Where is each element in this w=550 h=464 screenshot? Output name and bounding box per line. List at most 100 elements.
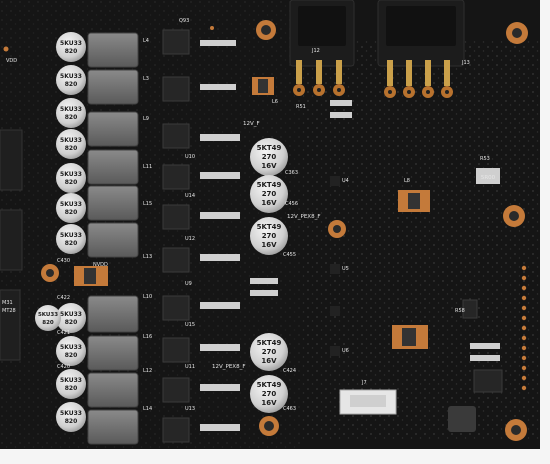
choke-column <box>87 32 139 445</box>
svg-text:820: 820 <box>65 209 78 216</box>
svg-text:820: 820 <box>65 240 78 247</box>
left-chip-3 <box>0 289 21 361</box>
svg-text:16V: 16V <box>261 241 277 249</box>
ic-right-2 <box>473 369 503 393</box>
svg-text:Q93: Q93 <box>179 18 189 24</box>
svg-text:820: 820 <box>65 418 78 425</box>
svg-text:5KT49: 5KT49 <box>257 381 282 389</box>
svg-text:5KU33: 5KU33 <box>60 311 82 318</box>
svg-text:C363: C363 <box>285 170 298 176</box>
svg-text:L4: L4 <box>143 38 149 44</box>
label-12v-pex8-f: 12V_PEX8_F <box>287 214 320 220</box>
svg-text:L8: L8 <box>404 178 410 184</box>
svg-text:L15: L15 <box>143 201 152 207</box>
svg-text:820: 820 <box>65 48 78 55</box>
svg-text:U5: U5 <box>342 266 349 272</box>
svg-text:820: 820 <box>65 179 78 186</box>
choke-right <box>448 406 476 432</box>
via-field-left <box>0 0 300 449</box>
svg-text:L9: L9 <box>143 116 149 122</box>
svg-text:U11: U11 <box>185 364 195 370</box>
label-12v-pex8-f-2: 12V_PEX8_F <box>212 364 245 370</box>
svg-text:5KU33: 5KU33 <box>60 344 82 351</box>
svg-text:R53: R53 <box>480 156 490 162</box>
svg-text:5KU33: 5KU33 <box>38 312 58 318</box>
svg-text:16V: 16V <box>261 162 277 170</box>
edge-vias <box>3 26 527 391</box>
svg-text:820: 820 <box>65 81 78 88</box>
svg-text:820: 820 <box>65 114 78 121</box>
svg-text:16V: 16V <box>261 199 277 207</box>
svg-text:16V: 16V <box>261 399 277 407</box>
svg-text:C420: C420 <box>57 364 70 370</box>
svg-text:C463: C463 <box>283 406 296 412</box>
small-cap-12: 5KU33 820 <box>35 305 61 331</box>
svg-text:5KU33: 5KU33 <box>60 40 82 47</box>
ic-right-1 <box>462 299 478 319</box>
left-chip-2 <box>0 209 23 271</box>
svg-text:270: 270 <box>262 153 277 161</box>
svg-text:5KT49: 5KT49 <box>257 223 282 231</box>
silk-refs: Q93 L4 L3 L9 L11 L15 L13 L10 L16 L12 L14… <box>2 18 490 412</box>
svg-text:J12: J12 <box>311 48 320 54</box>
svg-text:R58: R58 <box>455 308 465 314</box>
svg-text:L13: L13 <box>143 254 152 260</box>
svg-text:C456: C456 <box>285 201 298 207</box>
inductor-l7 <box>392 325 428 349</box>
svg-text:U9: U9 <box>185 281 192 287</box>
svg-text:L3: L3 <box>143 76 149 82</box>
svg-text:L14: L14 <box>143 406 152 412</box>
svg-text:L6: L6 <box>272 99 278 105</box>
label-12v-f: 12V_F <box>243 121 260 127</box>
inductor-l8 <box>398 190 430 212</box>
svg-text:820: 820 <box>65 352 78 359</box>
svg-text:MT28: MT28 <box>2 308 16 314</box>
svg-text:270: 270 <box>262 348 277 356</box>
svg-text:270: 270 <box>262 190 277 198</box>
smd-r53 <box>476 168 500 184</box>
svg-text:5KT49: 5KT49 <box>257 144 282 152</box>
svg-text:5KU33: 5KU33 <box>60 410 82 417</box>
svg-text:C424: C424 <box>283 368 296 374</box>
svg-text:270: 270 <box>262 390 277 398</box>
svg-text:L11: L11 <box>143 164 152 170</box>
svg-text:M31: M31 <box>2 300 13 306</box>
svg-text:5KU33: 5KU33 <box>60 201 82 208</box>
svg-text:5KU33: 5KU33 <box>60 171 82 178</box>
svg-text:820: 820 <box>65 319 78 326</box>
svg-text:820: 820 <box>65 385 78 392</box>
svg-text:VDD: VDD <box>6 58 17 64</box>
svg-text:R51: R51 <box>296 104 306 110</box>
svg-text:U10: U10 <box>185 154 195 160</box>
svg-text:270: 270 <box>262 232 277 240</box>
svg-text:L16: L16 <box>143 334 152 340</box>
svg-text:NVDD: NVDD <box>93 262 108 268</box>
mosfet-column <box>162 29 190 443</box>
svg-text:U13: U13 <box>185 406 195 412</box>
smd-strips <box>200 40 500 431</box>
svg-text:820: 820 <box>65 145 78 152</box>
svg-text:820: 820 <box>42 320 54 326</box>
svg-text:J13: J13 <box>461 60 470 66</box>
svg-text:5KT49: 5KT49 <box>257 339 282 347</box>
svg-text:5KU33: 5KU33 <box>60 73 82 80</box>
svg-text:U4: U4 <box>342 178 349 184</box>
svg-text:5KU33: 5KU33 <box>60 377 82 384</box>
inductor-l6 <box>252 77 274 95</box>
left-chip-1 <box>0 129 23 191</box>
svg-text:C422: C422 <box>57 295 70 301</box>
svg-text:L10: L10 <box>143 294 152 300</box>
